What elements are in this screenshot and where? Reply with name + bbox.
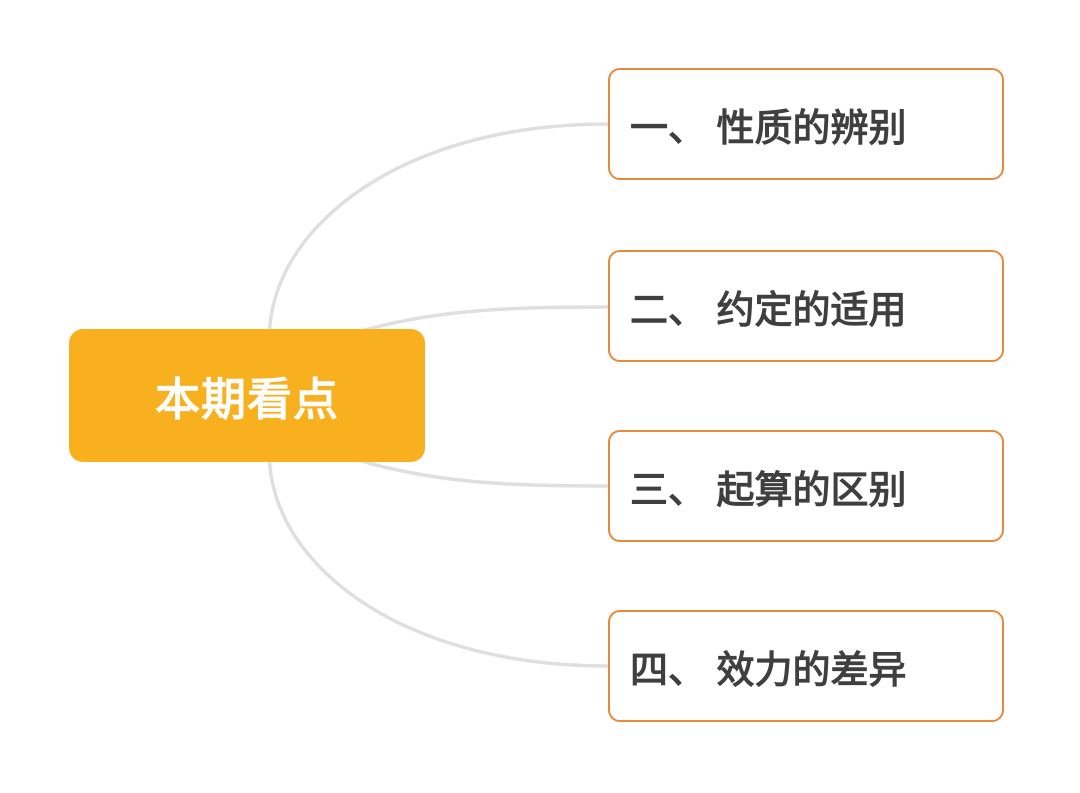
topic-label-3: 三、 起算的区别 (630, 469, 907, 512)
topic-node-3[interactable]: 三、 起算的区别 (608, 430, 1004, 542)
topic-node-2[interactable]: 二、 约定的适用 (608, 250, 1004, 362)
topic-node-1[interactable]: 一、 性质的辨别 (608, 68, 1004, 180)
topic-label-2: 二、 约定的适用 (630, 289, 907, 332)
topic-label-4: 四、 效力的差异 (630, 649, 907, 692)
root-topic-node[interactable]: 本期看点 (69, 329, 425, 462)
topic-node-4[interactable]: 四、 效力的差异 (608, 610, 1004, 722)
topic-label-1: 一、 性质的辨别 (630, 107, 907, 150)
root-topic-label: 本期看点 (154, 374, 339, 425)
